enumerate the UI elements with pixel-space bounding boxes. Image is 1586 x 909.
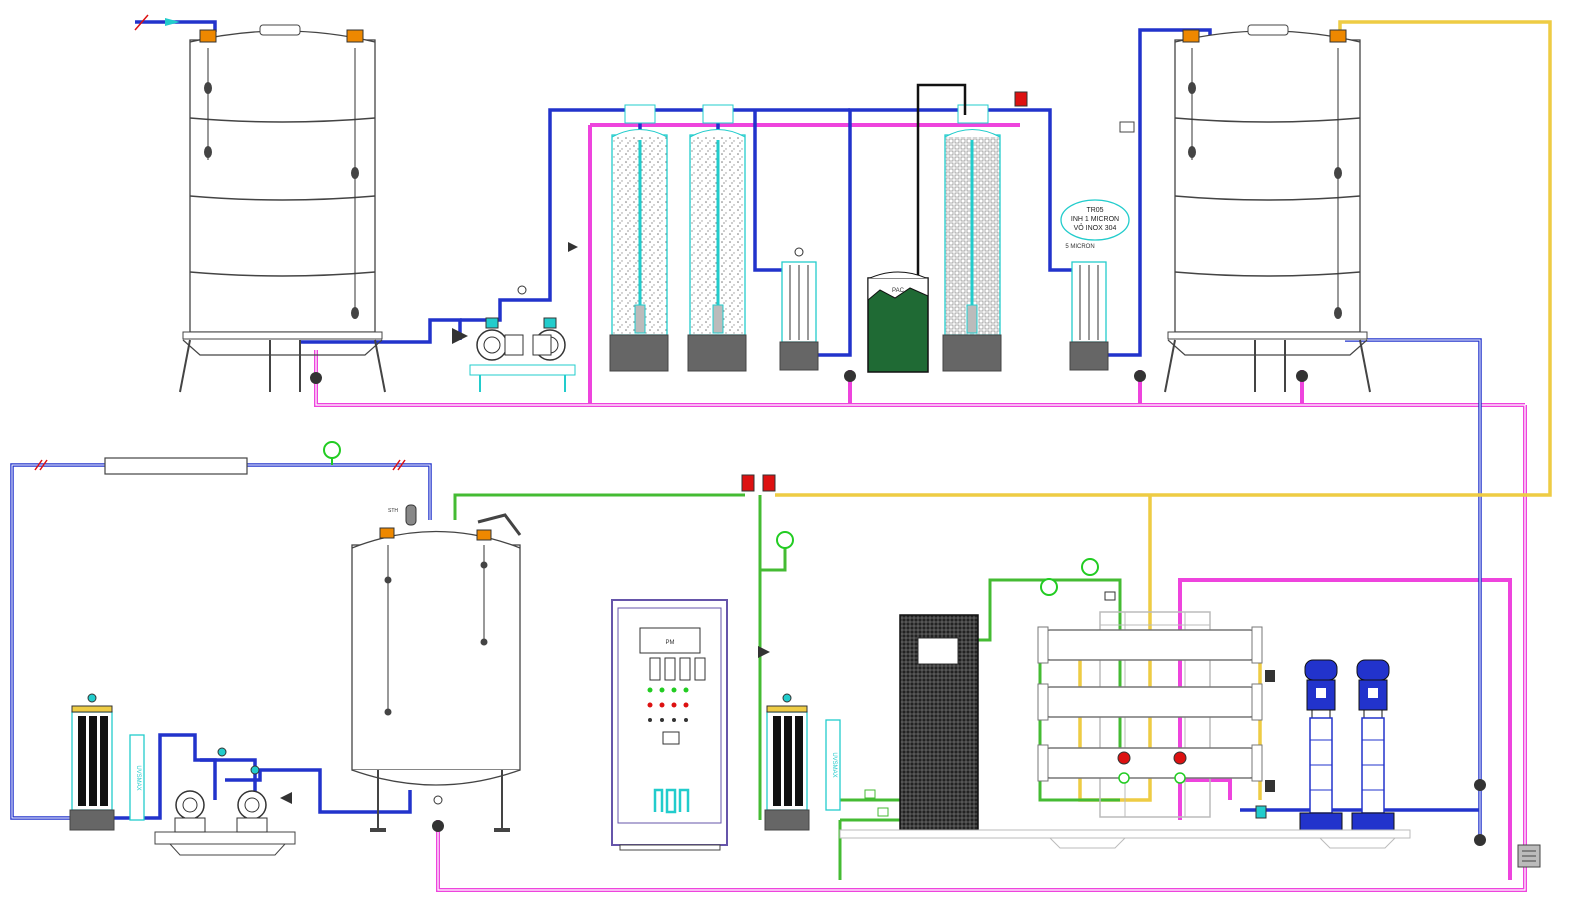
valve-icon bbox=[1474, 779, 1486, 846]
cartridge-filter-icon bbox=[764, 693, 810, 831]
level-switch-icon bbox=[1188, 82, 1342, 319]
valve-icon bbox=[1182, 29, 1347, 43]
centrifugal-pump-icon bbox=[154, 747, 296, 856]
pressure-gauge-icon bbox=[323, 441, 341, 459]
valve-icon bbox=[1117, 751, 1131, 765]
level-switch-icon bbox=[384, 561, 488, 716]
raw-water-pipes-inner bbox=[11, 339, 1481, 840]
uv-sterilizer-icon: UVSMAX bbox=[825, 719, 841, 811]
electrical-control-panel-icon: PM bbox=[611, 599, 728, 851]
filter-callout-line3: VỎ INOX 304 bbox=[1074, 223, 1117, 232]
centrifugal-pump-icon bbox=[469, 285, 576, 392]
filter-callout-line1: TR05 bbox=[1086, 207, 1103, 214]
pressure-switch-icon bbox=[741, 474, 755, 492]
valve-icon bbox=[452, 242, 578, 344]
valve-icon bbox=[280, 792, 292, 804]
cartridge-filter-icon bbox=[779, 247, 819, 371]
filter-column-icon bbox=[942, 104, 1002, 372]
valve-icon bbox=[432, 820, 444, 832]
filter-tag: 5 MICRON bbox=[1065, 244, 1094, 250]
product-tank bbox=[1119, 24, 1371, 393]
vertical-multistage-pump-icon bbox=[1351, 659, 1395, 832]
pipe-break-marks bbox=[34, 459, 406, 471]
feed-tank bbox=[134, 14, 386, 393]
storage-tank: STH bbox=[351, 504, 522, 832]
uv-right-label: UVSMAX bbox=[831, 752, 837, 777]
pressure-gauge-icon bbox=[776, 531, 794, 549]
dosing-tank: PAC bbox=[867, 83, 967, 373]
control-panel-display: PM bbox=[666, 640, 675, 646]
storage-tank-tag: STH bbox=[388, 508, 398, 514]
filter-callout: TR05 INH 1 MICRON VỎ INOX 304 5 MICRON bbox=[1060, 199, 1130, 250]
vertical-multistage-pump-icon bbox=[1299, 659, 1343, 832]
uv-sterilizer-icon: UVSMAX bbox=[129, 734, 145, 821]
cartridge-filter-icon bbox=[69, 693, 115, 831]
valve-icon bbox=[310, 370, 1308, 384]
heat-exchanger-icon bbox=[899, 614, 979, 831]
pressure-gauge-icon bbox=[1081, 558, 1099, 576]
skid-base bbox=[839, 829, 1411, 849]
pressure-gauge-icon bbox=[1040, 578, 1058, 596]
pressure-switch-icon bbox=[762, 474, 776, 492]
valve-icon bbox=[758, 646, 770, 658]
dosing-tank-label: PAC bbox=[892, 288, 905, 294]
pressure-switch-icon bbox=[1014, 91, 1028, 107]
valve-icon bbox=[379, 527, 492, 541]
drain-pipes-inner bbox=[315, 350, 1526, 891]
filter-column-icon bbox=[687, 104, 747, 372]
level-switch-icon bbox=[204, 82, 359, 319]
valve-icon bbox=[1173, 751, 1187, 765]
permeate-pipes bbox=[453, 493, 1122, 880]
concentrate-pipes bbox=[775, 20, 1552, 802]
uv-left-label: UVSMAX bbox=[135, 765, 141, 790]
heat-exchanger-icon bbox=[104, 457, 248, 475]
cartridge-filter-icon bbox=[1069, 261, 1109, 371]
filter-callout-line2: INH 1 MICRON bbox=[1071, 216, 1119, 223]
filter-column-icon bbox=[609, 104, 669, 372]
valve-icon bbox=[199, 29, 364, 43]
reverse-osmosis-rack-icon bbox=[1037, 558, 1275, 818]
